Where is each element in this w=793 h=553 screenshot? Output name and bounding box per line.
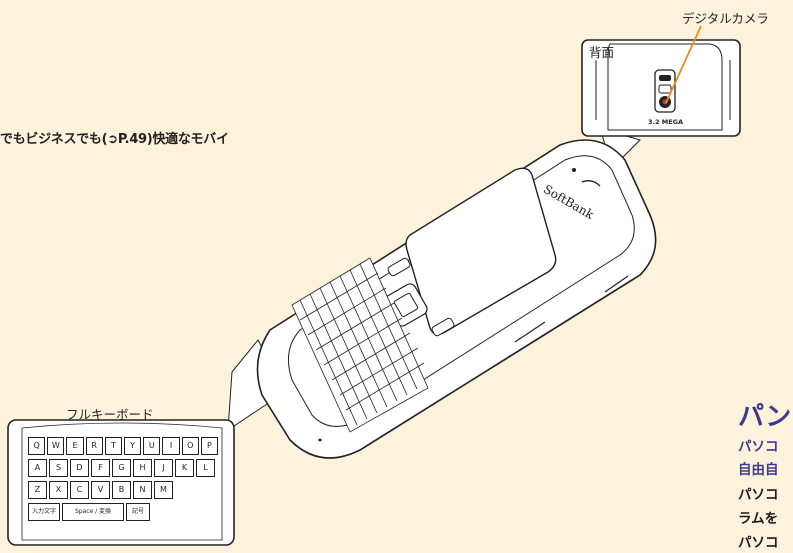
key: C [70,481,89,499]
key-row-4: 入力文字 Space / 変換 記号 [28,503,218,521]
key: J [154,459,173,477]
camera-label: デジタルカメラ [682,11,769,26]
key: S [49,459,68,477]
key: U [143,437,161,455]
back-inset [581,39,741,137]
section-line-2: 自由自 [738,462,779,478]
caption-line: でもビジネスでも(➲P.49)快適なモバイ [0,132,229,147]
key: E [66,437,84,455]
key: M [154,481,173,499]
key-row-1: Q W E R T Y U I O P [28,437,219,455]
key: P [200,437,219,455]
key-row-2: A S D F G H J K L [28,459,218,477]
key: O [181,437,199,455]
back-label: 背面 [589,45,615,60]
key: G [112,459,131,477]
key: D [70,459,89,477]
key: A [28,459,47,477]
key: L [196,459,215,477]
key: Z [28,481,47,499]
phone-body [256,139,657,459]
section-line-1: パソコ [738,439,779,455]
key: X [49,481,68,499]
key: R [85,437,103,455]
section-heading: パン [738,402,792,432]
key: W [47,437,65,455]
keyboard-label: フルキーボード [66,407,154,422]
key: K [175,459,194,477]
symbol-key: 記号 [126,503,150,521]
key: Q [28,437,46,455]
space-key: Space / 変換 [62,503,124,521]
key: I [162,437,180,455]
body-line-2: ラムを [738,511,779,527]
keyboard-keys: Q W E R T Y U I O P A S D F G H J K L Z … [28,437,219,521]
key: V [91,481,110,499]
key: T [104,437,123,455]
body-line-1: パソコ [738,487,779,503]
key: B [112,481,131,499]
key: F [91,459,110,477]
input-mode-key: 入力文字 [28,503,60,521]
body-line-3: パソコ [738,535,779,551]
key: H [133,459,152,477]
key: N [133,481,152,499]
megapixel-label: 3.2 MEGA [648,118,684,126]
key-row-3: Z X C V B N M [28,481,218,499]
key: Y [124,437,142,455]
